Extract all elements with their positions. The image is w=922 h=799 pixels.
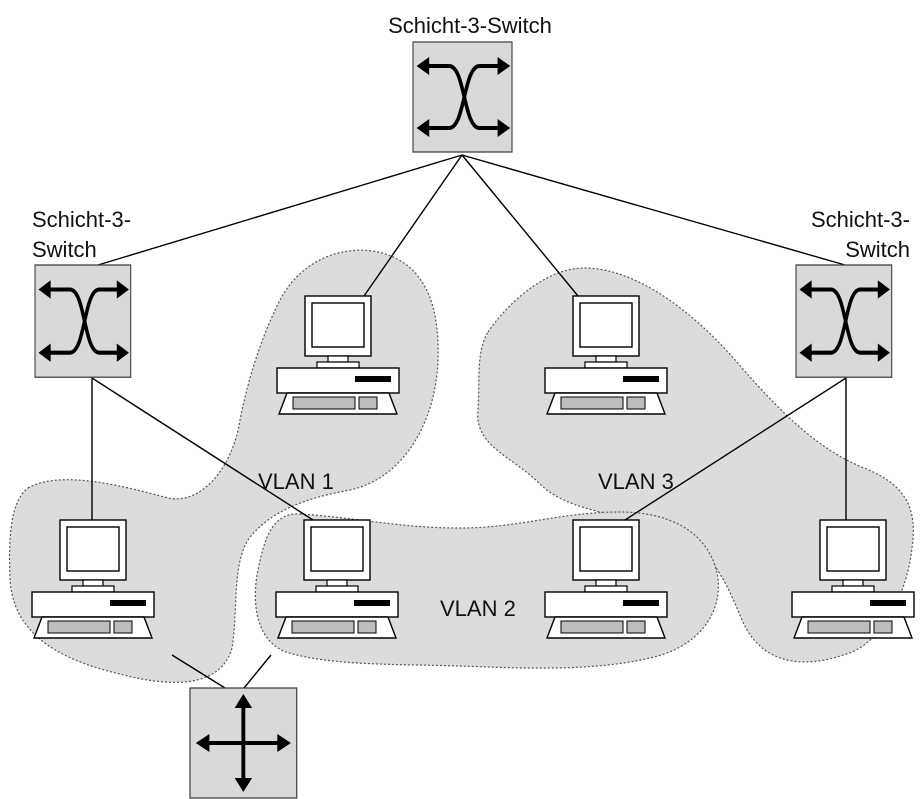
vlan3-label: VLAN 3 bbox=[598, 469, 674, 494]
left-switch-label-line1: Schicht-3- bbox=[32, 207, 131, 232]
right-layer3-switch bbox=[796, 265, 892, 377]
left-layer3-switch bbox=[35, 265, 131, 377]
top-layer3-switch bbox=[411, 40, 514, 154]
vlan1-label: VLAN 1 bbox=[258, 469, 334, 494]
left-switch-label-line2: Switch bbox=[32, 237, 97, 262]
right-switch-label-line1: Schicht-3- bbox=[811, 207, 910, 232]
vlan2-label: VLAN 2 bbox=[440, 596, 516, 621]
right-switch-label-line2: Switch bbox=[845, 237, 910, 262]
bottom-layer2-switch bbox=[188, 686, 299, 799]
top-switch-label: Schicht-3-Switch bbox=[388, 13, 552, 38]
network-links bbox=[91, 154, 847, 689]
